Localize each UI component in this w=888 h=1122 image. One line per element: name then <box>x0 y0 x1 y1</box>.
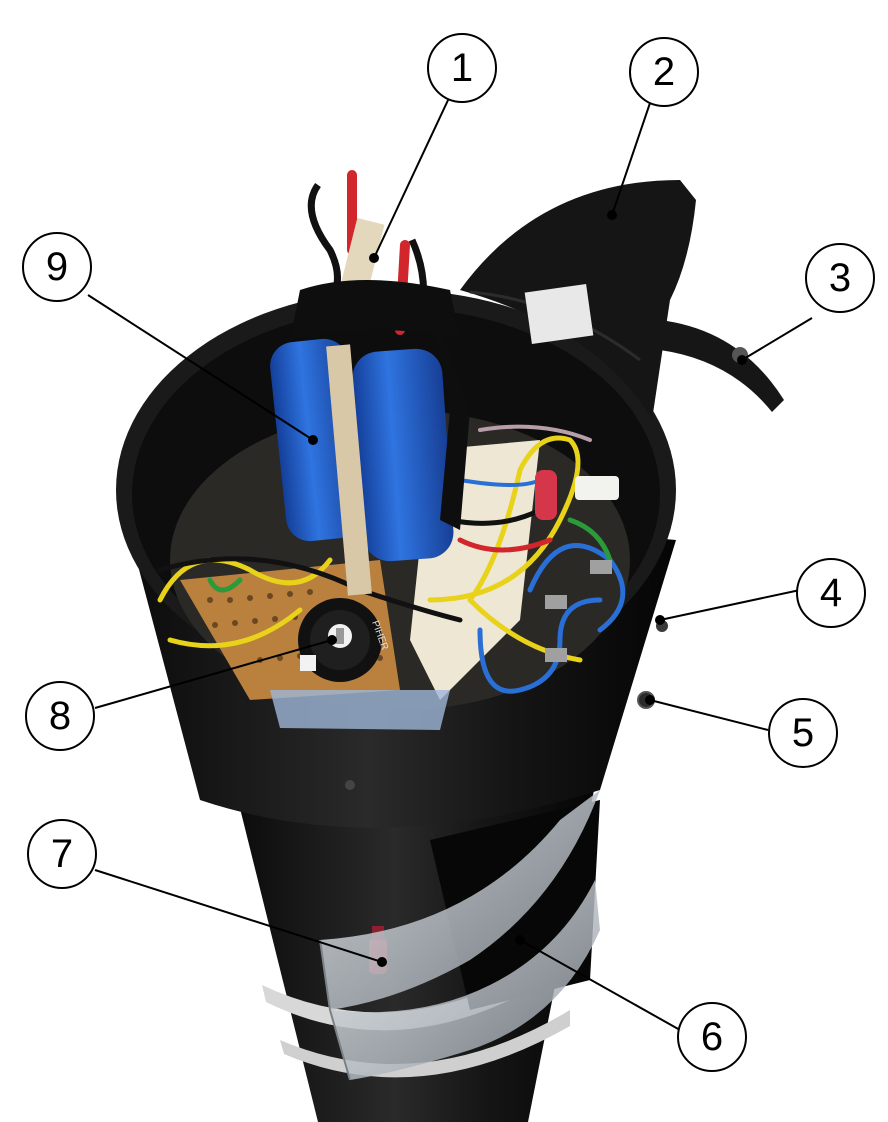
trimmer-potentiometer: PIHER <box>298 598 390 682</box>
battery-pack <box>270 170 470 596</box>
leader-2 <box>611 102 651 216</box>
callout-3: 3 <box>805 243 875 313</box>
leader-3 <box>741 317 813 361</box>
top-fin <box>460 180 696 420</box>
callout-3-label: 3 <box>829 256 851 300</box>
wiring <box>157 424 626 694</box>
callout-1-label: 1 <box>451 46 473 90</box>
leader-6 <box>519 939 681 1031</box>
callout-8: 8 <box>25 681 95 751</box>
callout-4: 4 <box>796 558 866 628</box>
callout-2-label: 2 <box>653 50 675 94</box>
callout-5: 5 <box>768 698 838 768</box>
leader-5 <box>649 699 769 731</box>
callout-4-label: 4 <box>820 571 842 615</box>
callouts: 1 2 3 4 5 6 7 8 <box>22 33 875 1072</box>
callout-2: 2 <box>629 37 699 107</box>
leader-9 <box>87 294 314 441</box>
leader-1 <box>373 97 450 259</box>
leader-lines <box>87 97 813 1031</box>
callout-9: 9 <box>22 232 92 302</box>
callout-7: 7 <box>27 819 97 889</box>
callout-5-label: 5 <box>792 711 814 755</box>
leader-8 <box>94 639 333 709</box>
plastic-strap <box>319 790 600 1081</box>
side-lever <box>660 320 784 412</box>
callout-6: 6 <box>677 1002 747 1072</box>
leader-7 <box>94 869 383 963</box>
callout-6-label: 6 <box>701 1015 723 1059</box>
callout-8-label: 8 <box>49 694 71 738</box>
leader-4 <box>659 589 801 621</box>
callout-9-label: 9 <box>46 245 68 289</box>
callout-7-label: 7 <box>51 832 73 876</box>
callout-1: 1 <box>427 33 497 103</box>
